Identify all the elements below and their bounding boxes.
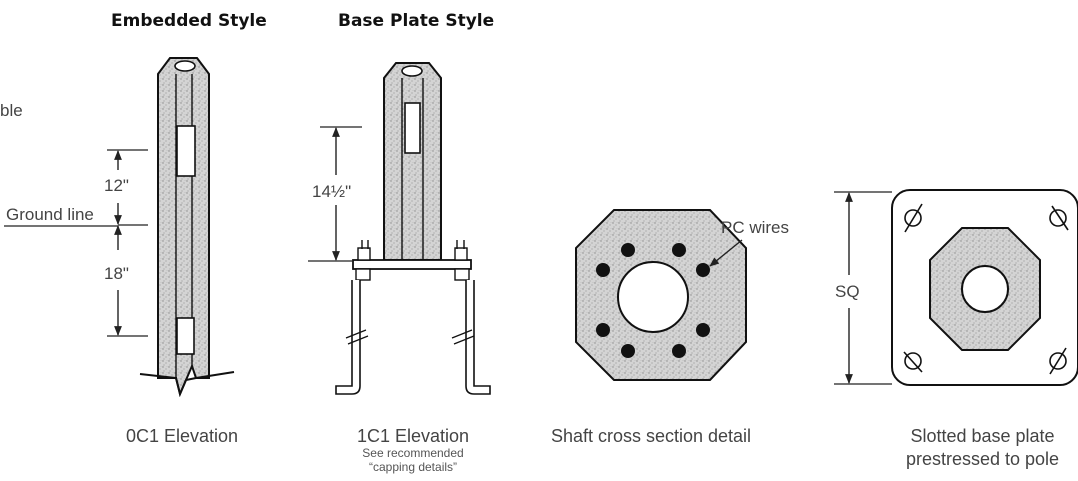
oc1-elevation-caption: 0C1 Elevation — [125, 426, 239, 446]
ic1-note-line2: “capping details” — [368, 460, 458, 474]
pc-wires-leader — [709, 239, 743, 267]
base-plate-dimension — [308, 126, 362, 262]
embedded-lower-dimension: 18" — [104, 264, 129, 283]
base-plate — [352, 259, 472, 270]
slot-holes — [903, 203, 1069, 375]
embedded-pole — [139, 57, 235, 398]
embedded-upper-dimension: 12" — [104, 176, 129, 195]
cross-section — [575, 209, 747, 381]
base-plate-height-dimension: 14½" — [312, 182, 352, 201]
pc-wires-label: PC wires — [721, 218, 790, 237]
base-plate-style-title: Base Plate Style — [338, 11, 495, 31]
ic1-elevation-caption: 1C1 Elevation — [356, 426, 470, 446]
sq-label: SQ — [835, 282, 860, 301]
slotted-plate-caption-line2: prestressed to pole — [905, 449, 1060, 469]
slotted-base-plate — [891, 189, 1078, 386]
embedded-style-title: Embedded Style — [111, 11, 267, 31]
ground-line-label: Ground line — [6, 205, 94, 224]
handhole-lower — [176, 317, 195, 355]
sq-dimension — [834, 191, 892, 385]
handhole-upper — [176, 125, 196, 177]
cross-section-caption: Shaft cross section detail — [550, 426, 752, 446]
base-plate-pole — [335, 62, 491, 395]
embedded-dimensions — [4, 149, 148, 337]
slotted-plate-caption-line1: Slotted base plate — [910, 426, 1055, 446]
handhole — [404, 102, 421, 154]
ic1-note-line1: See recommended — [362, 446, 464, 460]
pc-wire-dots — [596, 243, 710, 358]
cropped-text-fragment: ble — [0, 101, 23, 120]
